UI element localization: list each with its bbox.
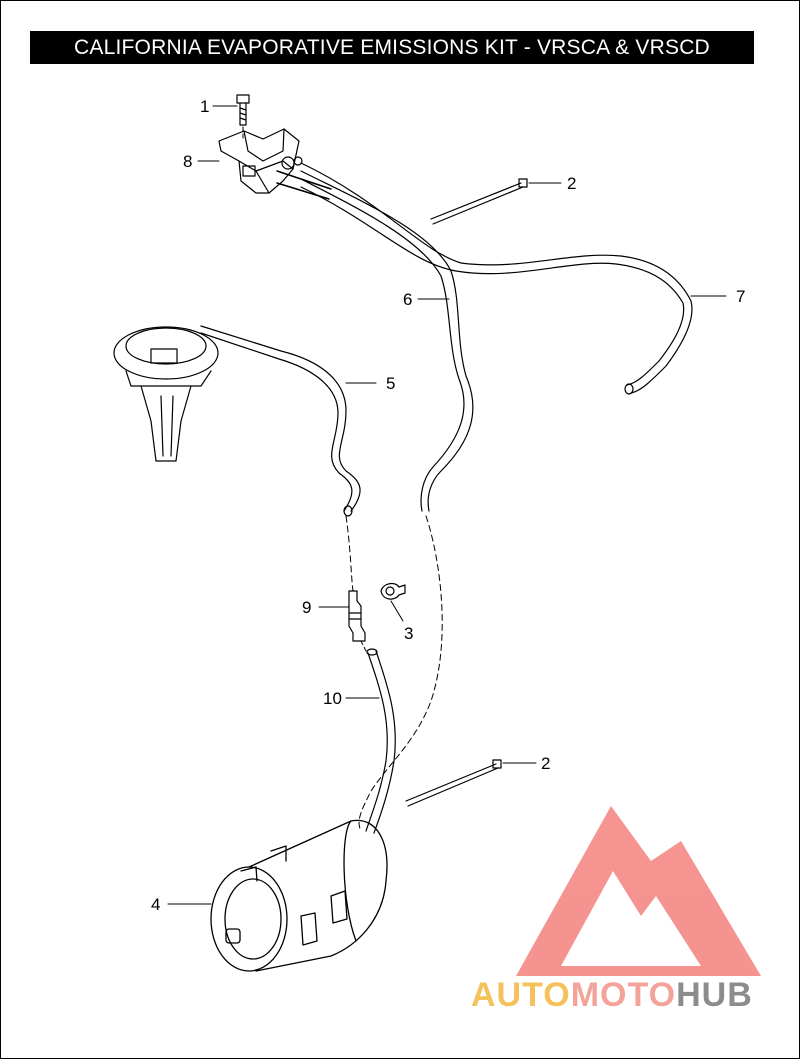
- cable-strap-lower: [405, 759, 502, 807]
- canister-hose: [365, 648, 396, 834]
- callout-5: 5: [386, 374, 395, 393]
- callout-9: 9: [302, 598, 311, 617]
- watermark-text-moto: MOTO: [570, 976, 677, 1014]
- callout-10: 10: [323, 689, 342, 708]
- callout-2-lower: 2: [541, 754, 550, 773]
- inline-fitting: [348, 590, 366, 642]
- diagram-title: CALIFORNIA EVAPORATIVE EMISSIONS KIT - V…: [30, 31, 754, 64]
- callout-2-upper: 2: [567, 174, 576, 193]
- charcoal-canister: [210, 819, 388, 972]
- fuel-pump: [113, 325, 361, 517]
- callout-3: 3: [404, 624, 413, 643]
- vent-hoses: [276, 162, 693, 512]
- callout-8: 8: [183, 152, 192, 171]
- screw: [236, 94, 250, 126]
- callout-6: 6: [403, 290, 412, 309]
- callout-1: 1: [200, 97, 209, 116]
- watermark-text-auto: AUTO: [471, 976, 571, 1014]
- leader-lines: [167, 105, 727, 905]
- watermark-text-hub: HUB: [676, 976, 753, 1014]
- watermark-text: AUTOMOTOHUB: [471, 976, 753, 1015]
- callout-4: 4: [151, 895, 160, 914]
- solenoid-valve: [218, 128, 303, 194]
- cable-strap-upper: [430, 178, 528, 225]
- watermark-logo: [516, 806, 761, 976]
- hose-clamp: [380, 582, 406, 600]
- callout-7: 7: [736, 287, 745, 306]
